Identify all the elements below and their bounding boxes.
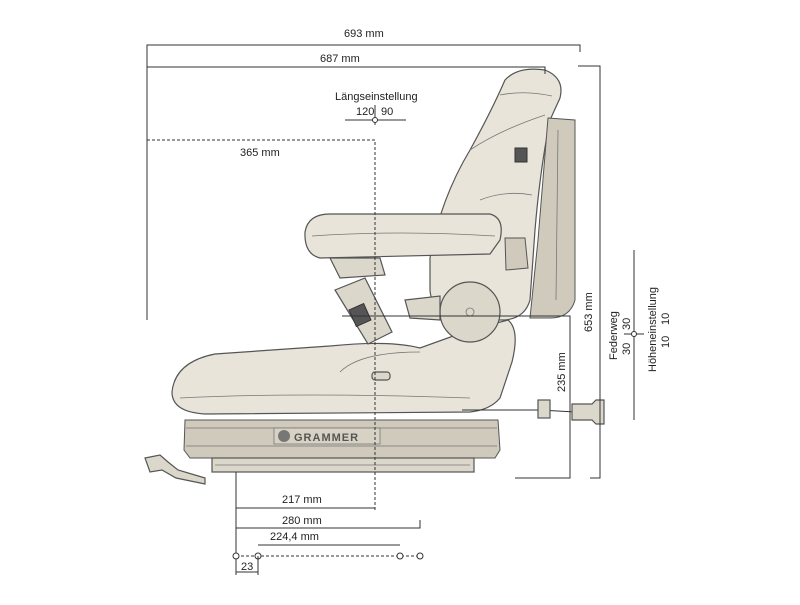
height-dimensions: 653 mm 235 mm Federweg 30 30 Höheneinste… xyxy=(500,65,672,479)
backrest-hinge xyxy=(439,281,501,343)
dim-280-label: 280 mm xyxy=(282,515,322,527)
dim-224-label: 224,4 mm xyxy=(270,531,319,543)
seat-cushion xyxy=(171,319,516,415)
height-235-label: 235 mm xyxy=(556,352,568,392)
back-frame xyxy=(529,117,576,319)
cable-clip xyxy=(537,399,551,419)
federweg-label: Federweg xyxy=(608,311,620,360)
adjust-lever xyxy=(144,454,206,485)
dim-217-label: 217 mm xyxy=(282,494,322,506)
bottom-dimensions: 217 mm 280 mm 224,4 mm 23 xyxy=(232,472,424,575)
control-buttons xyxy=(348,302,372,328)
dim-365-label: 365 mm xyxy=(240,147,280,159)
armrest-support xyxy=(329,257,386,279)
laengs-left-value: 120 xyxy=(356,106,374,118)
cushion-handle xyxy=(371,371,391,381)
seat-illustration: GRAMMER xyxy=(144,68,605,485)
hoehe-value-a: 10 xyxy=(660,336,672,348)
laengs-right-value: 90 xyxy=(381,106,393,118)
hoehe-value-b: 10 xyxy=(660,313,672,325)
height-total-label: 653 mm xyxy=(583,292,595,332)
backrest-switch xyxy=(514,147,528,163)
dim-23-label: 23 xyxy=(241,561,253,573)
seat-belt xyxy=(504,237,529,271)
federweg-value-b: 30 xyxy=(621,318,633,330)
brand-logo: GRAMMER xyxy=(294,432,359,444)
laengs-title: Längseinstellung xyxy=(335,91,418,103)
armrest xyxy=(304,213,502,259)
hoehe-title: Höheneinstellung xyxy=(647,287,659,372)
width-inner-label: 687 mm xyxy=(320,53,360,65)
width-dimensions: 693 mm 687 mm Längseinstellung 120 90 36… xyxy=(146,28,581,512)
connector-plug xyxy=(571,399,605,425)
federweg-value-a: 30 xyxy=(621,343,633,355)
width-total-label: 693 mm xyxy=(344,28,384,40)
